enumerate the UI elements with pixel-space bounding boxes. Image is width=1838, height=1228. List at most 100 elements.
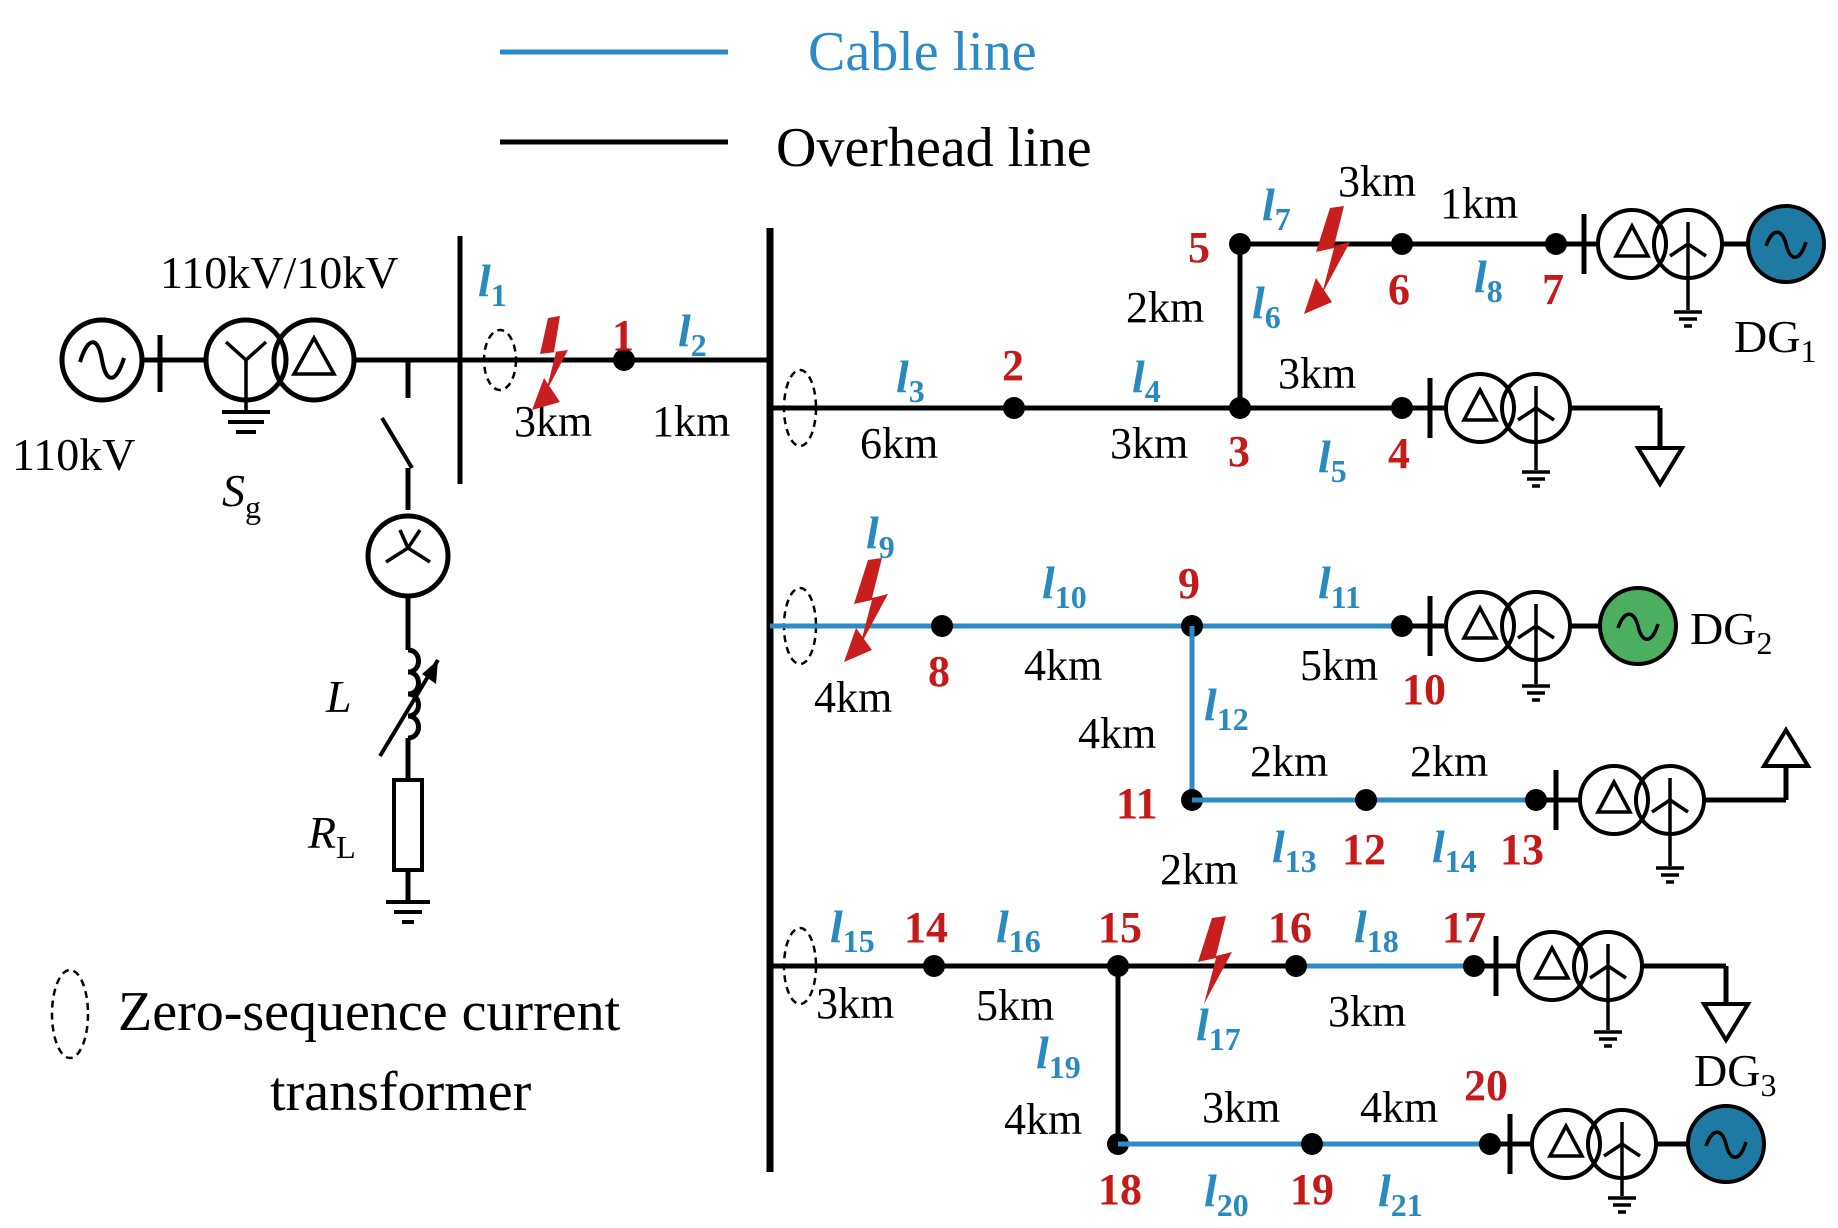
node-label-12: 12	[1342, 825, 1386, 874]
feeder-a: l3 6km 2 l4 3km 3 l5 3km 4 l6 2km 5 l7	[770, 157, 1826, 489]
distance-l14: 2km	[1410, 737, 1488, 786]
line-label-l2: l2	[678, 305, 707, 363]
line-label-l10: l10	[1042, 557, 1087, 615]
line-label-l19: l19	[1036, 1027, 1081, 1085]
sg-label: Sg	[222, 465, 261, 525]
variable-arrow-icon	[422, 660, 438, 684]
line-label-l11: l11	[1318, 557, 1361, 615]
dg3-label: DG3	[1694, 1045, 1776, 1103]
distance-l6: 2km	[1126, 283, 1204, 332]
node-label-7: 7	[1542, 265, 1564, 314]
distance-l8: 1km	[1440, 179, 1518, 228]
node-label-2: 2	[1002, 341, 1024, 390]
distance-l1: 3km	[514, 397, 592, 446]
legend-cable-label: Cable line	[808, 21, 1037, 83]
distance-l3: 6km	[860, 419, 938, 468]
legend-overhead-label: Overhead line	[776, 117, 1092, 179]
node-label-5: 5	[1188, 223, 1210, 272]
line-label-l18: l18	[1354, 901, 1399, 959]
sine-wave-icon	[78, 340, 126, 380]
node-2	[1003, 397, 1025, 419]
distance-l15: 3km	[816, 979, 894, 1028]
distance-l21: 4km	[1360, 1083, 1438, 1132]
node-8	[931, 615, 953, 637]
node-label-6: 6	[1388, 265, 1410, 314]
distance-l16: 5km	[976, 981, 1054, 1030]
node-label-10: 10	[1402, 665, 1446, 714]
load-transformer-delta	[1578, 764, 1650, 836]
line-label-l20: l20	[1204, 1165, 1249, 1223]
distance-l12: 4km	[1078, 709, 1156, 758]
dg1-label: DG1	[1734, 311, 1816, 369]
resistor-label: RL	[307, 807, 356, 865]
petersen-coil-icon	[407, 647, 421, 741]
node-label-4: 4	[1388, 429, 1410, 478]
distance-l18: 3km	[1328, 987, 1406, 1036]
dg2-transformer-delta	[1444, 590, 1516, 662]
line-label-l6: l6	[1252, 277, 1281, 335]
node-19	[1301, 1133, 1323, 1155]
node-label-14: 14	[904, 903, 948, 952]
node-label-18: 18	[1098, 1165, 1142, 1214]
load-arrow-icon	[1634, 446, 1686, 488]
distance-l9: 4km	[814, 673, 892, 722]
distance-l10: 4km	[1024, 641, 1102, 690]
line-label-l4: l4	[1132, 351, 1161, 409]
line-label-l8: l8	[1474, 251, 1503, 309]
dg2-label: DG2	[1690, 603, 1772, 661]
line-label-l7: l7	[1262, 179, 1291, 237]
line-label-l21: l21	[1378, 1165, 1423, 1223]
resistor-icon	[392, 778, 424, 872]
fault-icon	[532, 316, 568, 410]
line-label-l5: l5	[1318, 431, 1347, 489]
dg3-transformer-delta	[1530, 1108, 1602, 1180]
ct-legend-icon	[50, 968, 90, 1060]
line-label-l15: l15	[830, 901, 875, 959]
ct-legend-label-line2: transformer	[270, 1061, 532, 1123]
ct-legend-label-line1: Zero-sequence current	[118, 981, 621, 1043]
node-6	[1391, 233, 1413, 255]
load-transformer-delta	[1516, 930, 1588, 1002]
line-label-l12: l12	[1204, 679, 1249, 737]
grounding-transformer-icon	[365, 513, 451, 599]
distance-l5: 3km	[1278, 349, 1356, 398]
load-arrow-icon	[1760, 726, 1812, 768]
fault-icon	[1304, 206, 1350, 314]
node-label-9: 9	[1178, 559, 1200, 608]
node-label-19: 19	[1290, 1165, 1334, 1214]
grounding-switch	[380, 416, 414, 470]
line-label-l13: l13	[1272, 821, 1317, 879]
distance-l13-lower: 2km	[1160, 845, 1238, 894]
wye-symbol-icon	[224, 340, 268, 386]
node-16	[1285, 955, 1307, 977]
node-14	[923, 955, 945, 977]
node-label-13: 13	[1500, 825, 1544, 874]
distance-l4: 3km	[1110, 419, 1188, 468]
feeder-b: l9 4km 8 l10 4km 9 l11 5km 10 DG2 4km l1…	[770, 507, 1812, 894]
dg1-transformer-delta	[1596, 208, 1668, 280]
line-label-l1: l1	[478, 255, 507, 313]
node-label-8: 8	[928, 647, 950, 696]
line-label-l9: l9	[866, 507, 895, 565]
node-label-1: 1	[612, 311, 634, 360]
line-label-l16: l16	[996, 901, 1041, 959]
node-1	[613, 349, 635, 371]
transformer-rating-label: 110kV/10kV	[160, 247, 399, 298]
load-transformer-delta	[1444, 372, 1516, 444]
node-label-20: 20	[1464, 1061, 1508, 1110]
inductor-label: L	[325, 671, 352, 722]
fault-icon	[844, 558, 888, 662]
distance-l20: 3km	[1202, 1083, 1280, 1132]
node-label-11: 11	[1116, 779, 1158, 828]
source-section: 110kV 110kV/10kV Sg L RL	[12, 236, 770, 924]
feeder-main-section: l1 3km 1 l2 1km	[478, 255, 730, 446]
node-label-17: 17	[1442, 903, 1486, 952]
source-voltage-label: 110kV	[12, 429, 136, 480]
delta-symbol-icon	[291, 334, 337, 376]
node-label-15: 15	[1098, 903, 1142, 952]
distance-l2: 1km	[652, 397, 730, 446]
node-label-16: 16	[1268, 903, 1312, 952]
node-12	[1355, 789, 1377, 811]
feeder-c: l15 3km 14 l16 5km 15 l17 16 l18 3km 17	[770, 901, 1776, 1223]
